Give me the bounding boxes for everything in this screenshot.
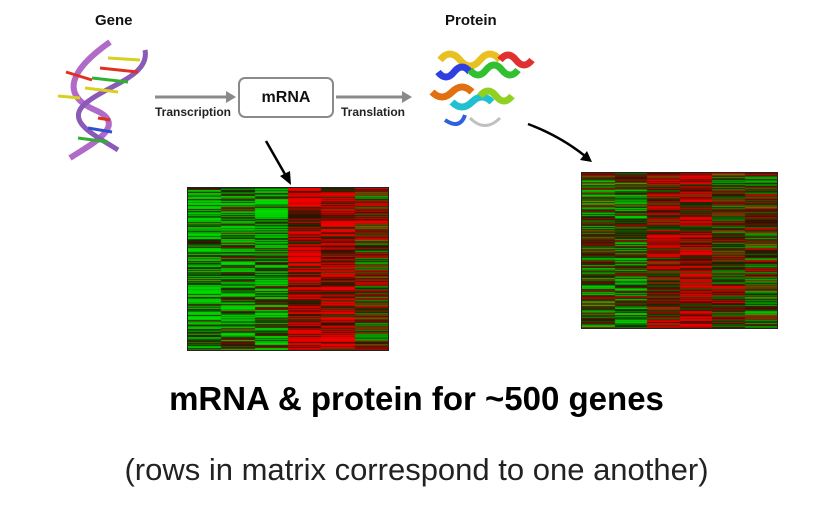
mrna-pointer-arrow [264, 140, 291, 185]
protein-pointer-arrow [527, 122, 592, 162]
transcription-label: Transcription [155, 105, 232, 119]
transcription-arrow [155, 91, 236, 103]
protein-structure-icon [429, 50, 535, 127]
translation-arrow [336, 91, 412, 103]
subline: (rows in matrix correspond to one anothe… [124, 452, 709, 487]
protein-label: Protein [445, 12, 497, 29]
protein-heatmap [581, 172, 778, 329]
headline: mRNA & protein for ~500 genes [169, 380, 664, 417]
dna-helix-icon [57, 39, 148, 161]
mrna-box: mRNA [238, 77, 334, 118]
translation-label: Translation [341, 105, 406, 119]
mrna-heatmap [187, 187, 389, 351]
mrna-label: mRNA [261, 88, 311, 106]
gene-label: Gene [95, 12, 133, 29]
